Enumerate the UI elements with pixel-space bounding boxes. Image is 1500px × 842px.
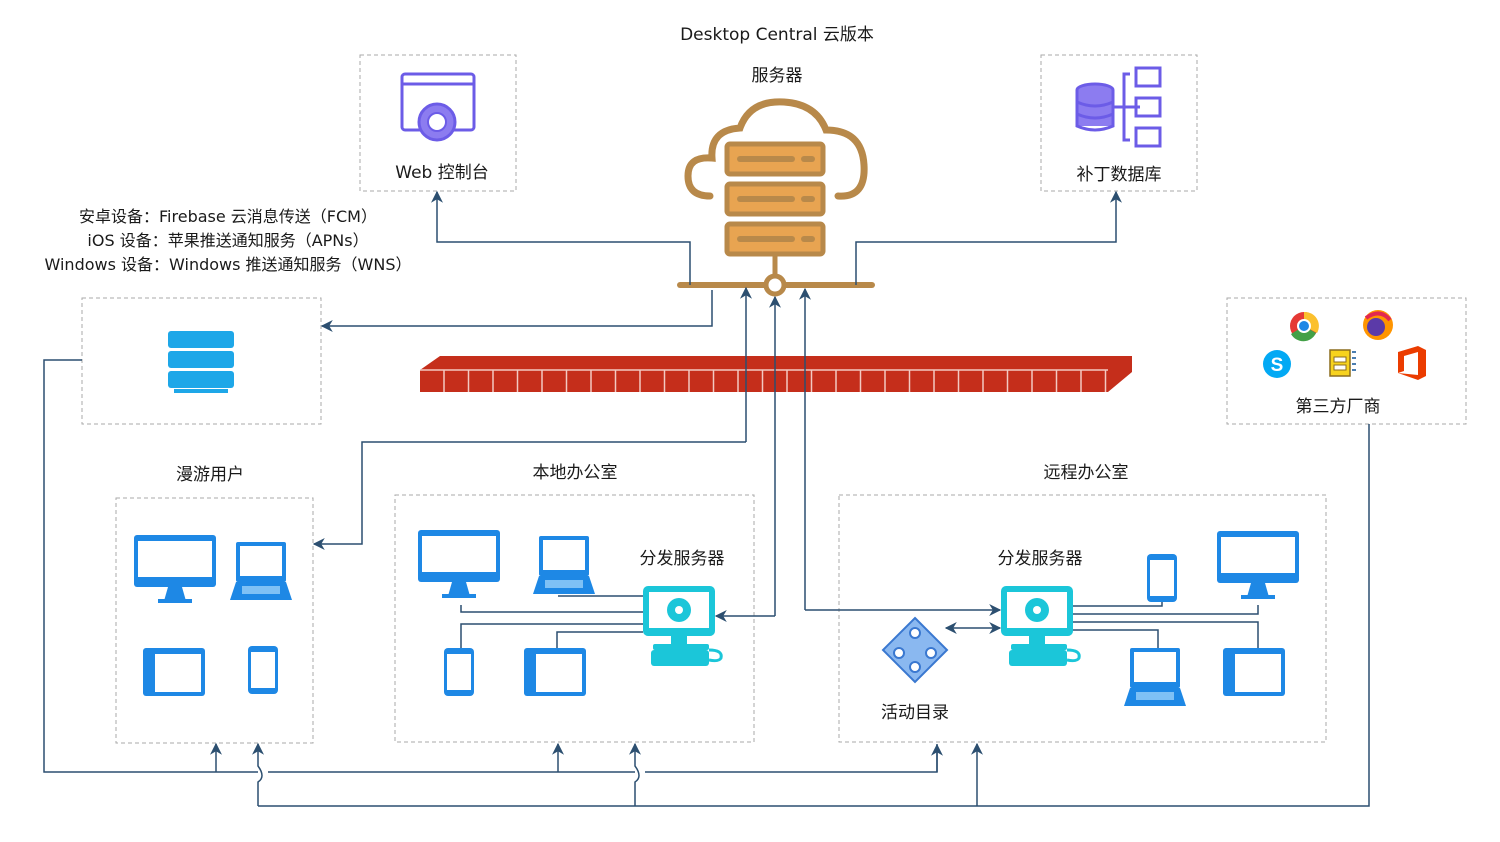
- third-party-label: 第三方厂商: [1295, 397, 1381, 417]
- local-distribution-server-icon: [641, 584, 723, 668]
- patch-db-box: [1040, 54, 1198, 192]
- patch-database-icon: [1075, 66, 1162, 148]
- chrome-icon: [1290, 311, 1319, 342]
- local-office-label: 本地办公室: [532, 463, 618, 483]
- roaming-phone-icon: [248, 646, 278, 694]
- push-note-android: 安卓设备：Firebase 云消息传送（FCM）: [79, 207, 377, 226]
- web-console-label: Web 控制台: [395, 163, 489, 183]
- local-office-box: [394, 494, 755, 743]
- active-directory-icon: [881, 616, 949, 684]
- remote-desktop-icon: [1217, 531, 1299, 599]
- roaming-desktop-icon: [134, 535, 216, 603]
- web-console-box: [359, 54, 517, 192]
- patch-db-label: 补丁数据库: [1076, 165, 1162, 185]
- push-note-windows: Windows 设备：Windows 推送通知服务（WNS）: [44, 255, 412, 274]
- push-notification-notes: 安卓设备：Firebase 云消息传送（FCM） iOS 设备：苹果推送通知服务…: [18, 205, 438, 277]
- local-desktop-icon: [418, 530, 500, 598]
- office-icon: [1398, 346, 1426, 380]
- skype-icon: S: [1263, 350, 1291, 378]
- firewall-icon: [420, 356, 1132, 392]
- cloud-server-icon: [684, 98, 868, 200]
- server-stack-icon: [677, 141, 875, 297]
- diagram-title: Desktop Central 云版本: [680, 25, 874, 45]
- remote-laptop-icon: [1124, 648, 1186, 706]
- active-directory-label: 活动目录: [881, 703, 949, 723]
- roaming-tablet-icon: [143, 648, 205, 696]
- connectors: [43, 190, 1370, 807]
- notification-server-box: [81, 297, 322, 425]
- roaming-users-label: 漫游用户: [176, 465, 244, 485]
- web-console-icon: [400, 72, 476, 142]
- remote-dist-server-label: 分发服务器: [997, 549, 1083, 569]
- remote-phone-icon: [1147, 554, 1177, 602]
- local-laptop-icon: [533, 536, 595, 594]
- notification-server-icon: [168, 331, 234, 393]
- svg-text:S: S: [1271, 355, 1284, 376]
- firefox-icon: [1363, 310, 1393, 340]
- roaming-box: [115, 497, 314, 744]
- winzip-icon: [1329, 349, 1356, 377]
- server-label: 服务器: [751, 66, 803, 86]
- remote-distribution-server-icon: [999, 584, 1081, 668]
- local-phone-icon: [444, 648, 474, 696]
- roaming-laptop-icon: [230, 542, 292, 600]
- remote-office-box: [838, 494, 1327, 743]
- local-tablet-icon: [524, 648, 586, 696]
- remote-tablet-icon: [1223, 648, 1285, 696]
- remote-office-label: 远程办公室: [1043, 463, 1129, 483]
- third-party-box: [1226, 297, 1467, 425]
- push-note-ios: iOS 设备：苹果推送通知服务（APNs）: [87, 231, 369, 250]
- local-dist-server-label: 分发服务器: [639, 549, 725, 569]
